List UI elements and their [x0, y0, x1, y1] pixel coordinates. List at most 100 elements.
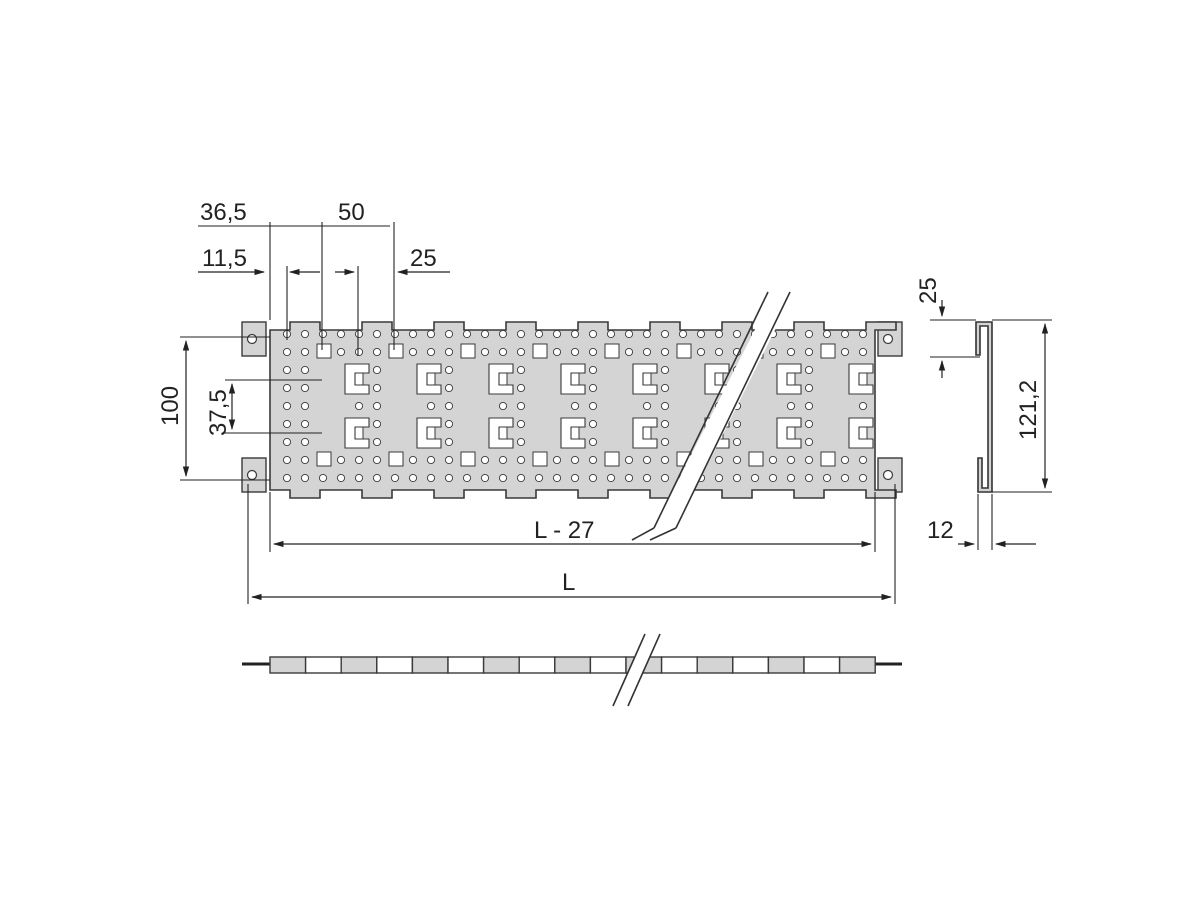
round-hole	[354, 455, 364, 465]
round-hole	[372, 329, 382, 339]
round-hole	[768, 473, 778, 483]
round-hole	[840, 455, 850, 465]
dim-25-side: 25	[915, 277, 942, 304]
front-dimensions: 36,5 50 11,5 25 100 37,5 L - 27	[157, 199, 896, 604]
mounting-tab	[241, 321, 267, 357]
bottom-break-right	[627, 633, 661, 707]
round-hole	[300, 419, 310, 429]
round-hole	[660, 437, 670, 447]
round-hole	[642, 347, 652, 357]
dim-37-5: 37,5	[205, 389, 232, 436]
round-hole	[444, 401, 454, 411]
c-slot	[488, 363, 514, 395]
round-hole	[858, 455, 868, 465]
strip-segment	[269, 656, 307, 674]
round-hole	[804, 383, 814, 393]
strip-segment	[660, 656, 698, 674]
round-hole	[300, 473, 310, 483]
round-hole	[660, 347, 670, 357]
round-hole	[282, 437, 292, 447]
c-slot	[344, 417, 370, 449]
strip-segment	[803, 656, 841, 674]
round-hole	[300, 437, 310, 447]
round-hole	[516, 365, 526, 375]
round-hole	[444, 383, 454, 393]
round-hole	[660, 383, 670, 393]
round-hole	[552, 329, 562, 339]
round-hole	[498, 329, 508, 339]
round-hole	[714, 473, 724, 483]
tab-hole	[246, 469, 258, 481]
round-hole	[372, 473, 382, 483]
round-hole	[516, 455, 526, 465]
round-hole	[444, 455, 454, 465]
square-hole	[316, 451, 332, 467]
round-hole	[660, 455, 670, 465]
square-hole	[388, 451, 404, 467]
round-hole	[516, 437, 526, 447]
round-hole	[408, 473, 418, 483]
round-hole	[480, 455, 490, 465]
dim-100: 100	[157, 386, 184, 426]
round-hole	[444, 473, 454, 483]
square-hole	[748, 451, 764, 467]
round-hole	[840, 347, 850, 357]
round-hole	[282, 419, 292, 429]
strip-segment	[732, 656, 770, 674]
dim-121-2: 121,2	[1015, 380, 1042, 440]
round-hole	[588, 401, 598, 411]
round-hole	[570, 347, 580, 357]
round-hole	[426, 455, 436, 465]
round-hole	[516, 401, 526, 411]
round-hole	[660, 329, 670, 339]
round-hole	[696, 329, 706, 339]
round-hole	[480, 329, 490, 339]
round-hole	[768, 347, 778, 357]
round-hole	[732, 473, 742, 483]
round-hole	[804, 365, 814, 375]
round-hole	[588, 455, 598, 465]
round-hole	[426, 473, 436, 483]
round-hole	[732, 419, 742, 429]
c-slot	[344, 363, 370, 395]
round-hole	[318, 473, 328, 483]
round-hole	[444, 365, 454, 375]
round-hole	[282, 455, 292, 465]
strip-segment	[838, 656, 876, 674]
side-view: 25 121,2 12	[915, 277, 1052, 550]
round-hole	[588, 329, 598, 339]
tab-hole	[882, 333, 894, 345]
round-hole	[786, 347, 796, 357]
round-hole	[516, 347, 526, 357]
round-hole	[372, 437, 382, 447]
round-hole	[498, 347, 508, 357]
round-hole	[606, 329, 616, 339]
round-hole	[444, 329, 454, 339]
round-hole	[822, 473, 832, 483]
strip-segment	[340, 656, 378, 674]
round-hole	[678, 329, 688, 339]
strip-segment	[518, 656, 556, 674]
strip-segment	[304, 656, 342, 674]
round-hole	[300, 329, 310, 339]
strip-segment	[411, 656, 449, 674]
round-hole	[768, 455, 778, 465]
round-hole	[282, 401, 292, 411]
square-hole	[676, 343, 692, 359]
round-hole	[372, 365, 382, 375]
round-hole	[498, 401, 508, 411]
round-hole	[624, 347, 634, 357]
round-hole	[732, 455, 742, 465]
round-hole	[858, 473, 868, 483]
round-hole	[804, 347, 814, 357]
round-hole	[336, 473, 346, 483]
round-hole	[516, 473, 526, 483]
dim-11-5: 11,5	[202, 245, 247, 272]
round-hole	[642, 401, 652, 411]
round-hole	[552, 473, 562, 483]
round-hole	[516, 419, 526, 429]
round-hole	[732, 329, 742, 339]
round-hole	[786, 329, 796, 339]
dim-25-top: 25	[410, 245, 437, 272]
round-hole	[372, 383, 382, 393]
